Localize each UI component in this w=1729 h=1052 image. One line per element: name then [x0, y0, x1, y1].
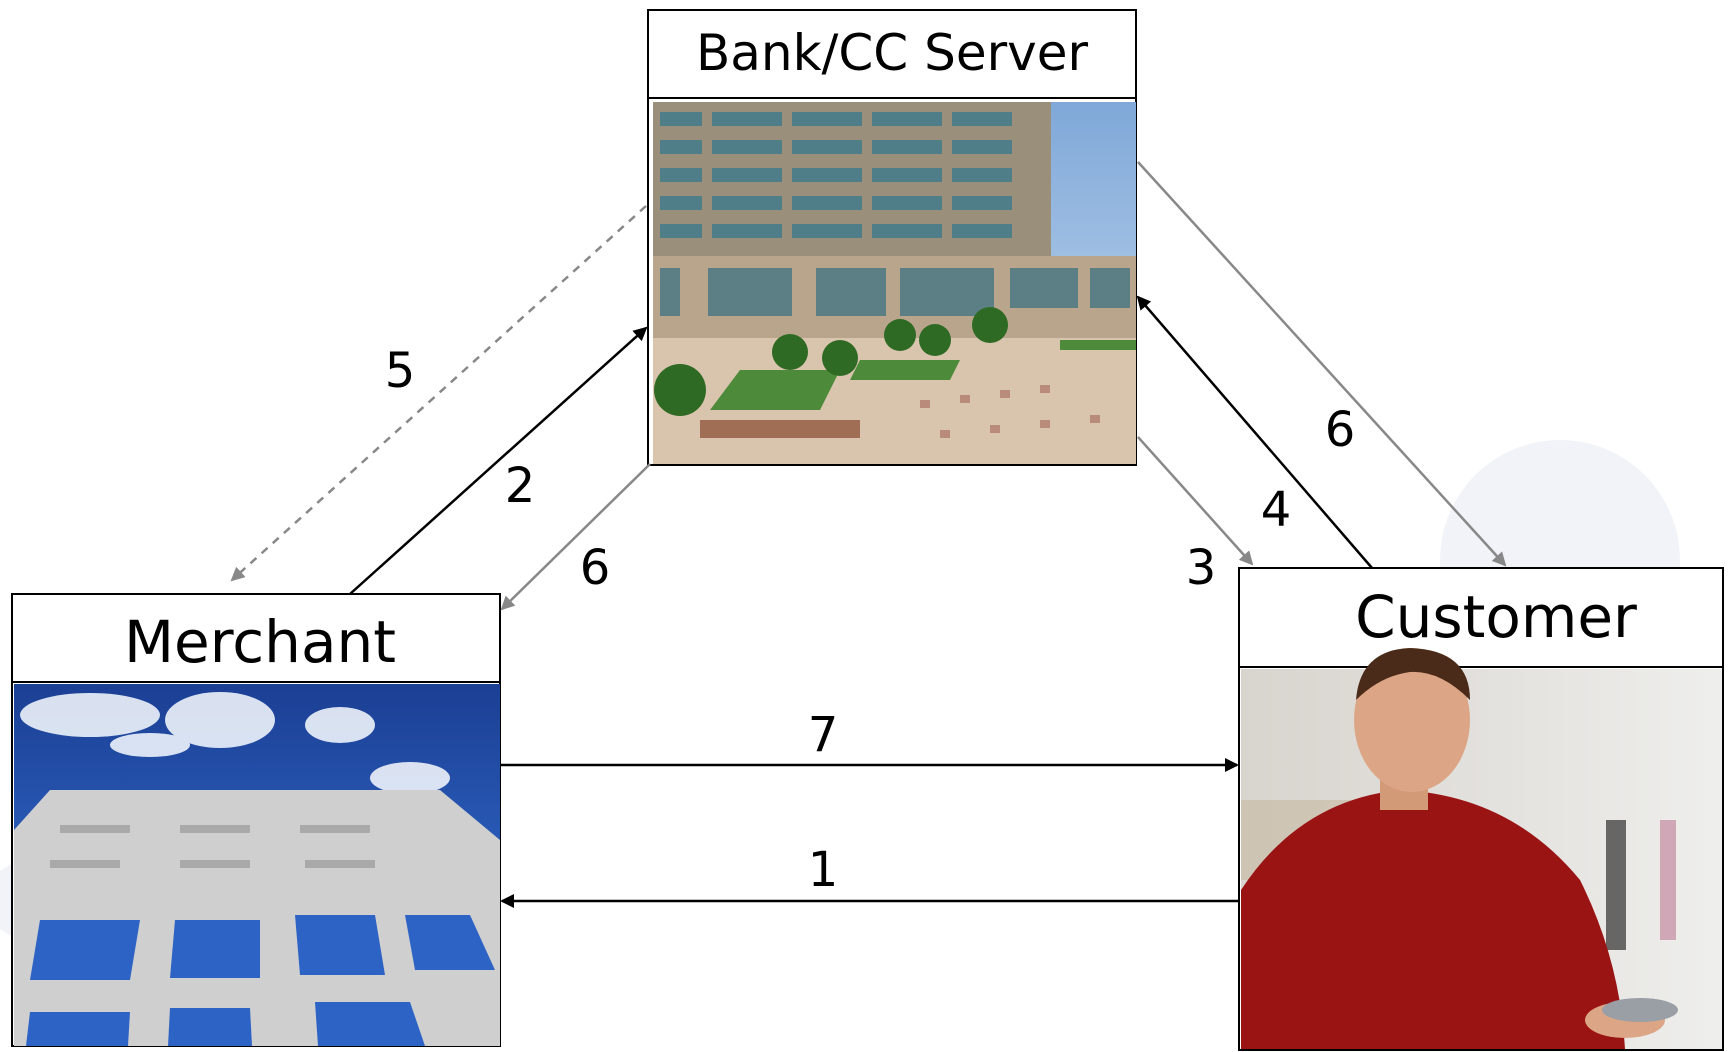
smiling-man-red-shirt-photo-icon: [1241, 648, 1722, 1049]
arrow-6b-label: 6: [1325, 402, 1356, 458]
arrow-3-label: 3: [1186, 540, 1217, 596]
merchant-title: Merchant: [124, 608, 396, 676]
arrow-1-customer-to-merchant: 1: [500, 842, 1239, 908]
customer-title: Customer: [1355, 583, 1637, 651]
office-building-sky-photo-icon: [14, 684, 500, 1046]
arrow-2-label: 2: [505, 458, 536, 514]
bank-node: Bank/CC Server: [647, 9, 1137, 466]
arrow-7-label: 7: [808, 707, 839, 763]
arrow-5-bank-to-merchant-dashed: 5: [230, 205, 647, 582]
arrow-5-line: [230, 205, 647, 582]
merchant-title-box: [11, 593, 501, 683]
arrow-2-merchant-to-bank: 2: [349, 326, 648, 595]
arrow-4-line: [1136, 295, 1373, 569]
bank-title-box: [647, 9, 1137, 99]
arrow-4-customer-to-bank: 4: [1136, 295, 1373, 569]
customer-title-box: [1238, 567, 1724, 668]
arrow-6-bank-to-merchant: 6: [500, 463, 651, 611]
arrow-3-bank-to-customer: 3: [1137, 436, 1254, 596]
arrow-6-bank-to-customer: 6: [1137, 161, 1507, 567]
arrow-3-line: [1137, 436, 1254, 566]
arrow-6a-label: 6: [580, 540, 611, 596]
office-building-plaza-photo-icon: [653, 102, 1136, 464]
customer-node: Customer: [1238, 567, 1724, 1051]
arrow-2-line: [349, 326, 648, 595]
merchant-node: Merchant: [11, 593, 501, 1047]
arrow-5-label: 5: [385, 343, 416, 399]
arrow-1-label: 1: [808, 842, 839, 898]
bank-title: Bank/CC Server: [696, 24, 1089, 82]
arrow-7-merchant-to-customer: 7: [500, 707, 1239, 772]
arrow-6b-line: [1137, 161, 1507, 567]
arrow-4-label: 4: [1261, 482, 1292, 538]
arrow-6a-line: [500, 463, 651, 611]
